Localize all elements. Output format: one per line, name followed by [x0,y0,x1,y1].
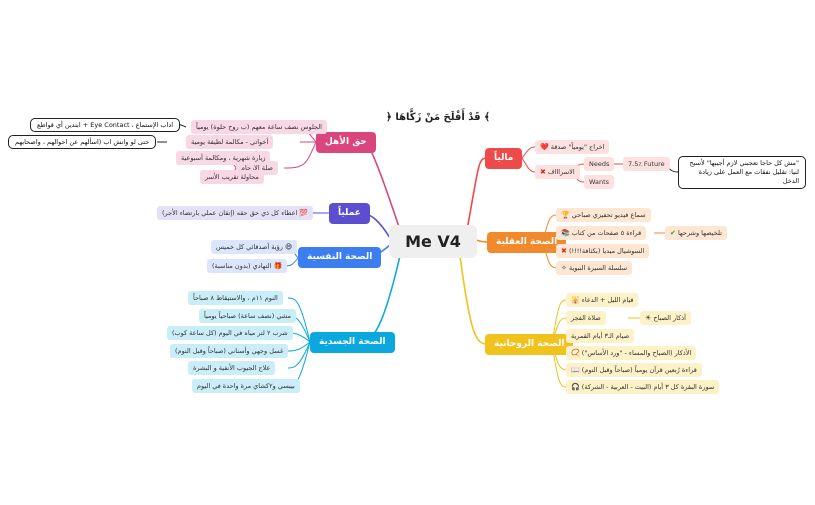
leaf-daily-charity[interactable]: اخراج "يومياً" صدقة ❤️ [535,140,610,154]
leaf-adhkar-label: الأذكار (الصباح والمساء - "ورد الأساس") [581,349,692,357]
link-mind [475,239,488,243]
link-body [362,255,401,343]
leaf-extravagance[interactable]: الاسراااف ✖ [535,165,580,179]
leaf-gifts-label: التهادي (بدون مناسبة) [212,262,272,270]
leaf-morning-adhkar[interactable]: أذكار الصباح ☀ [640,311,691,325]
leaf-siblings-call[interactable]: أخواتي - مكالمة لطيفة يومية [186,135,274,149]
branch-intellectual-health[interactable]: الصحة العقلية [487,232,567,253]
leaf-read-pages[interactable]: قراءة ٥ صفحات من كتاب 📚 [556,226,647,240]
leaf-quran-reading-label: قراءة رُبعين قرآن يومياً (صباحاً وقبل ال… [581,366,697,374]
check-icon: ✔ [670,229,676,237]
note-spending-mindset[interactable]: "مش كل حاجا تعجبني لازم أجيبها" لأسبح لن… [678,156,806,189]
leaf-monthly-visit[interactable]: زيارة شهرية ، ومكالمة أسبوعية [176,151,271,165]
leaf-summarize-label: تلخيصها وشرحها [677,229,722,237]
branch-work[interactable]: عملياً [329,203,370,224]
heart-icon: ❤️ [540,143,549,151]
leaf-quran-reading[interactable]: قراءة رُبعين قرآن يومياً (صباحاً وقبل ال… [566,363,702,377]
leaf-pepsi-tea[interactable]: بيبسي و٢كشاي مرة واحدة في اليوم [192,379,300,393]
sunrise-icon: ☀ [645,314,652,322]
link-spirit [459,255,486,345]
leaf-fasting[interactable]: صيام الـ٣ أيام القمرية [566,329,635,343]
note-ask-about-them[interactable]: حتى لو وانش اب (اسألهم عن احوالهم ، واصح… [8,135,157,149]
leaf-morning-adhkar-label: أذكار الصباح [653,314,686,322]
book-icon: 📖 [571,366,580,374]
leaf-future-saving[interactable]: 7.5٪ Future [623,157,670,171]
trophy-icon: 🏆 [561,211,570,219]
central-topic[interactable]: Me V4 [389,225,477,258]
leaf-see-friends-label: رؤية أصدقائي كل خميس [216,243,283,251]
leaf-sleep[interactable]: النوم ١١م ، والاستيقاظ ٨ صباحاً [188,291,283,305]
leaf-surah-baqara-label: سورة البقرة كل ٣ أيام (البيت - العربية -… [581,383,715,391]
leaf-gifts[interactable]: 🎁 التهادي (بدون مناسبة) [207,259,288,273]
gift-icon: 🎁 [273,262,283,270]
leaf-needs[interactable]: Needs [584,157,615,171]
leaf-see-friends[interactable]: 😄 رؤية أصدقائي كل خميس [211,240,298,254]
leaf-social-media[interactable]: السوشيال ميديا (بكثافة!!!!) ✖ [556,244,650,258]
leaf-sit-with-family[interactable]: الجلوس نصف ساعة معهم (ب روح حلوة) يومياً [191,120,327,134]
leaf-motivational-video[interactable]: سماع فيديو تحفيزي صباحي 🏆 [556,208,651,222]
branch-spiritual-health[interactable]: الصحة الروحانية [485,334,574,355]
star-icon: ✧ [561,264,567,272]
leaf-social-media-label: السوشيال ميديا (بكثافة!!!!) [568,247,645,255]
note-listening-manners[interactable]: اداب الإستماع ، Eye Contact + ابتدين أي … [30,118,181,132]
branch-mental-health[interactable]: الصحة النفسية [298,247,382,268]
headphones-icon: 🎧 [571,383,580,391]
prayer-beads-icon: 📿 [571,349,580,357]
leaf-extravagance-label: الاسراااف [547,168,575,176]
leaf-daily-charity-label: اخراج "يومياً" صدقة [550,143,605,151]
branch-family-rights[interactable]: حق الأهل [316,132,376,153]
leaf-night-prayer-label: قيام الليل + الدعاء [581,296,634,304]
leaf-surah-baqara[interactable]: سورة البقرة كل ٣ أيام (البيت - العربية -… [566,380,720,394]
leaf-seerah[interactable]: سلسلة السيرة النبوية ✧ [556,261,633,275]
leaf-summarize[interactable]: تلخيصها وشرحها ✔ [665,226,727,240]
leaf-fajr-prayer[interactable]: صلاة الفجر [566,311,606,325]
leaf-walk[interactable]: مشي (نصف ساعة) صباحياً يومياً [199,309,297,323]
leaf-family-closeness[interactable]: محاولة تقريب الأسر [200,170,264,184]
leaf-adhkar[interactable]: الأذكار (الصباح والمساء - "ورد الأساس") … [566,346,697,360]
cross-icon: ✖ [540,168,546,176]
leaf-wash-teeth[interactable]: غسل وجهي وأسناني (صباحاً وقبل النوم) [170,344,289,358]
hundred-icon: 💯 [299,209,309,217]
branch-physical-health[interactable]: الصحة الجسدية [310,332,395,353]
leaf-sinus-treatment[interactable]: علاج الجيوب الأنفية و البشرة [188,361,276,375]
cross-icon: ✖ [561,247,567,255]
leaf-wants[interactable]: Wants [584,175,615,189]
leaf-motivational-video-label: سماع فيديو تحفيزي صباحي [571,211,646,219]
link-money [466,157,486,231]
quran-verse-title: ﴿ قَدْ أَفْلَحَ مَنْ زَكَّاهَا ﴾ [386,112,490,123]
leaf-seerah-label: سلسلة السيرة النبوية [568,264,628,272]
mosque-icon: 🕌 [571,296,580,304]
smile-icon: 😄 [284,243,293,251]
branch-financial[interactable]: مالياً [485,148,523,169]
books-icon: 📚 [561,229,570,237]
leaf-night-prayer[interactable]: قيام الليل + الدعاء 🕌 [566,293,639,307]
leaf-give-each-right-label: اعطاء كل ذي حق حقه (إتقان عملي بارتضاء ا… [162,209,298,217]
leaf-read-pages-label: قراءة ٥ صفحات من كتاب [571,229,642,237]
leaf-water[interactable]: شرب ٢ لتر مياه في اليوم (كل ساعة كوب) [167,326,293,340]
link-ahl [364,141,401,231]
leaf-give-each-right[interactable]: 💯 اعطاء كل ذي حق حقه (إتقان عملي بارتضاء… [157,206,314,220]
